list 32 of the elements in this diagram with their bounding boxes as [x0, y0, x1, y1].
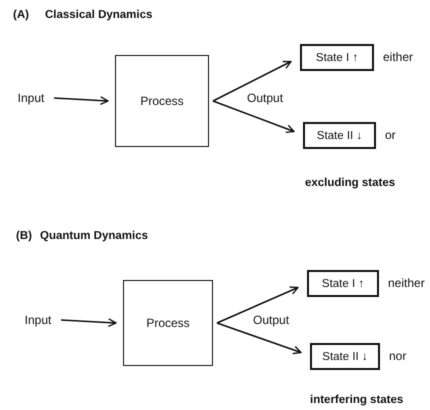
state-box: [310, 343, 380, 370]
state-label: State II ↓: [322, 350, 368, 362]
arrow: [60, 318, 117, 327]
outcome-word: or: [385, 128, 396, 142]
outcome-word: neither: [388, 276, 425, 290]
state-label: State I ↑: [322, 278, 364, 290]
outcome-word: either: [383, 50, 414, 64]
panel-letter: (A): [13, 8, 29, 22]
arrow: [212, 100, 295, 134]
panel-letter: (B): [16, 229, 32, 243]
output-label: Output: [247, 91, 284, 105]
state-box: [307, 270, 379, 297]
outcome-word: nor: [389, 348, 406, 362]
caption-text: excluding states: [305, 176, 396, 190]
output-label: Output: [253, 313, 290, 327]
panel-title: Classical Dynamics: [45, 8, 152, 22]
arrow: [216, 286, 299, 324]
panel-title: Quantum Dynamics: [40, 229, 148, 243]
input-label: Input: [14, 90, 48, 106]
arrow: [216, 322, 302, 354]
caption-text: interfering states: [310, 393, 404, 407]
state-box: [303, 122, 376, 149]
state-label: State I ↑: [316, 52, 358, 64]
process-label: Process: [140, 94, 184, 108]
process-label: Process: [146, 316, 190, 330]
state-box: [300, 44, 374, 71]
arrow: [54, 96, 109, 105]
process-box: [123, 280, 213, 366]
input-label: Input: [21, 312, 55, 328]
arrow: [212, 60, 292, 102]
process-box: [115, 55, 209, 147]
state-label: State II ↓: [316, 130, 362, 142]
